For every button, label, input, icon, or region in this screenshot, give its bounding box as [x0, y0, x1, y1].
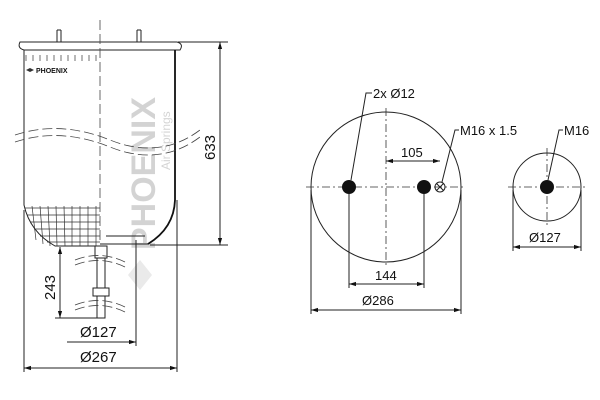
bottom-stud [92, 245, 110, 319]
body-dia-label: Ø267 [80, 349, 117, 366]
port-label: M16 x 1.5 [460, 123, 517, 138]
side-view: PHOENIX 633 243 Ø127 Ø267 [14, 20, 228, 372]
top-plate [18, 41, 182, 51]
piston-view: M16 Ø127 [508, 123, 589, 251]
top-studs [56, 29, 142, 42]
piston-dia-label: Ø127 [529, 230, 561, 245]
stud-break-lines [74, 255, 126, 313]
svg-text:Air Springs: Air Springs [159, 111, 173, 170]
mounting-hole [417, 180, 431, 194]
port-offset-label: 105 [401, 145, 423, 160]
break-line-2 [14, 135, 201, 156]
stud-length-label: 243 [42, 275, 59, 300]
piston-dia-label: Ø127 [80, 324, 117, 341]
bellows-hatch [25, 55, 100, 247]
bellows-right [147, 50, 176, 245]
hole-leader [350, 92, 372, 181]
hole-label: 2x Ø12 [373, 86, 415, 101]
phoenix-watermark: PHOENIX Air Springs [125, 97, 173, 290]
stud-leader [547, 129, 563, 181]
break-line-1 [14, 128, 201, 149]
hole-spacing-label: 144 [375, 268, 397, 283]
logo-icon [26, 68, 34, 72]
port-leader [441, 129, 459, 183]
svg-text:PHOENIX: PHOENIX [125, 97, 163, 250]
piston-base [100, 235, 148, 245]
logo-text: PHOENIX [36, 68, 68, 75]
height-label: 633 [202, 135, 219, 160]
top-plate-view: 2x Ø12 M16 x 1.5 105 144 Ø286 [306, 86, 517, 314]
air-port-icon [434, 181, 446, 193]
stud-label: M16 [564, 123, 589, 138]
bellows-left [23, 50, 100, 247]
mounting-hole [342, 180, 356, 194]
plate-dia-label: Ø286 [362, 293, 394, 308]
stud-hole [540, 180, 554, 194]
